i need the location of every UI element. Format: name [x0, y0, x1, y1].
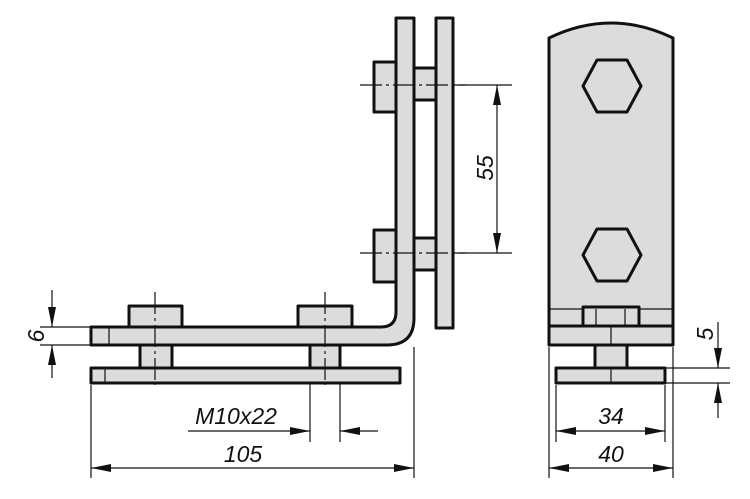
dim-length: 105: [224, 441, 263, 467]
dim-hole-spacing: 55: [472, 155, 498, 181]
front-view: 5 34 40: [547, 21, 730, 478]
nut-upper: [372, 60, 398, 114]
hex-nut-lower: [581, 227, 643, 283]
hex-nut-upper: [581, 58, 643, 114]
side-view: 6 55 M10x22 105: [23, 16, 512, 478]
dim-plate-thickness: 5: [692, 327, 718, 340]
spacer-lower: [412, 236, 438, 272]
dim-outer-width: 40: [598, 441, 624, 467]
front-plate: [547, 21, 675, 347]
base-plate: [89, 366, 402, 385]
vertical-plate: [434, 16, 455, 330]
dim-thickness: 6: [23, 329, 49, 342]
dim-bolt: M10x22: [195, 403, 277, 429]
front-spacer: [593, 343, 629, 370]
spacer-left: [138, 343, 174, 370]
dim-inner-width: 34: [598, 403, 624, 429]
nut-lower: [372, 228, 398, 284]
front-nut: [581, 305, 641, 328]
angle-bracket: [89, 16, 416, 347]
spacer-upper: [412, 66, 438, 102]
